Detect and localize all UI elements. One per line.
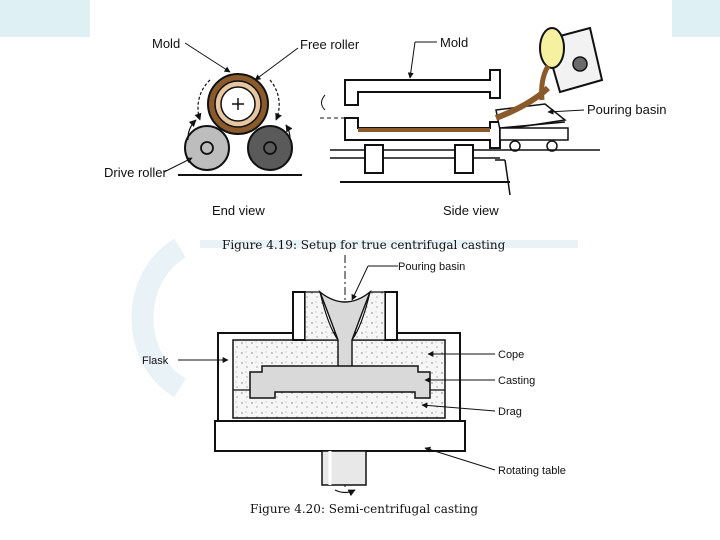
top-white-panel bbox=[90, 0, 672, 37]
label-rotating-table: Rotating table bbox=[498, 465, 566, 477]
drive-roller-shape bbox=[184, 125, 230, 171]
figure-true-centrifugal: Mold Free roller Drive roller End view bbox=[104, 26, 667, 218]
label-pouring-basin-side: Pouring basin bbox=[587, 102, 667, 117]
ladle-icon bbox=[539, 26, 604, 101]
free-roller-shape bbox=[247, 125, 293, 171]
side-view-diagram: Mold Pouring basin Side view bbox=[320, 26, 667, 218]
background-watermark bbox=[131, 238, 578, 398]
figure-4-20-caption: Figure 4.20: Semi-centrifugal casting bbox=[250, 502, 479, 516]
figure-semi-centrifugal: Pouring basin Flask Cope Casting Drag Ro… bbox=[142, 255, 566, 497]
end-view-diagram: Mold Free roller Drive roller End view bbox=[104, 36, 360, 218]
figure-4-19-caption: Figure 4.19: Setup for true centrifugal … bbox=[222, 238, 506, 252]
label-cope: Cope bbox=[498, 349, 524, 361]
pouring-basin-shape bbox=[292, 291, 306, 341]
label-pouring-basin: Pouring basin bbox=[398, 261, 465, 273]
rotating-table-shape bbox=[214, 420, 466, 452]
label-drag: Drag bbox=[498, 406, 522, 418]
label-free-roller: Free roller bbox=[300, 37, 360, 52]
label-mold-side: Mold bbox=[440, 35, 468, 50]
side-mold-lower bbox=[344, 117, 501, 149]
casting-shape bbox=[249, 365, 431, 399]
label-flask: Flask bbox=[142, 355, 169, 367]
label-mold-end: Mold bbox=[152, 36, 180, 51]
label-casting: Casting bbox=[498, 375, 535, 387]
side-mold-upper bbox=[344, 69, 501, 106]
label-drive-roller: Drive roller bbox=[104, 165, 168, 180]
label-end-view: End view bbox=[212, 203, 265, 218]
label-side-view: Side view bbox=[443, 203, 499, 218]
